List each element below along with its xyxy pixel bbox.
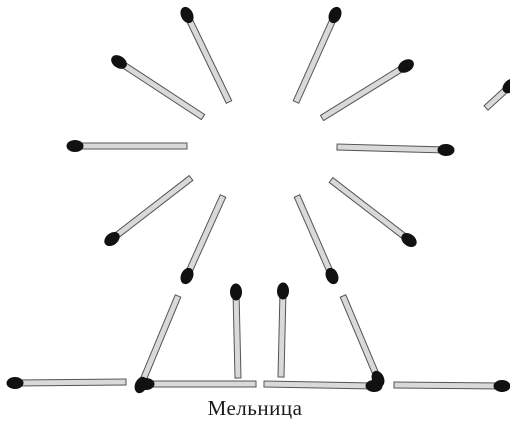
match-stick <box>394 382 502 389</box>
match-lower-right-1 <box>294 195 341 286</box>
match-head <box>437 144 454 156</box>
figure-caption: Мельница <box>0 396 510 421</box>
match-stick <box>75 143 187 149</box>
match-upper-right-2 <box>320 56 416 120</box>
match-stick <box>293 14 337 103</box>
match-head <box>6 377 23 389</box>
match-lower-left-2 <box>102 176 193 249</box>
match-tower-right-slant <box>340 295 387 389</box>
match-stick <box>117 59 204 119</box>
match-stick <box>146 381 256 387</box>
match-stick <box>320 63 407 120</box>
match-ground-center-right <box>264 380 383 392</box>
match-head <box>493 380 510 392</box>
match-head <box>277 282 289 299</box>
match-lower-right-2 <box>329 178 419 250</box>
match-stick <box>110 176 193 242</box>
match-head <box>230 283 242 300</box>
match-stick <box>184 195 225 277</box>
match-stick <box>337 144 446 153</box>
match-head <box>67 140 84 152</box>
match-tower-left-vertical <box>230 283 242 378</box>
match-top-left-1 <box>178 5 232 104</box>
match-stick <box>264 381 374 389</box>
match-lower-left-1 <box>178 195 226 286</box>
match-stick <box>329 178 411 243</box>
match-right-horizontal <box>337 144 455 156</box>
match-upper-left-2 <box>109 52 205 119</box>
match-ground-far-right <box>394 380 510 392</box>
match-tower-left-slant <box>132 295 181 395</box>
match-head <box>138 378 155 390</box>
match-stick <box>278 291 286 377</box>
match-tower-right-vertical <box>277 282 289 377</box>
match-stick <box>138 295 181 386</box>
match-edge-partial <box>484 76 510 110</box>
match-stick <box>233 292 241 378</box>
match-ground-far-left <box>6 377 126 389</box>
match-ground-center-left <box>138 378 257 390</box>
match-stick <box>294 195 334 277</box>
match-left-horizontal <box>67 140 188 152</box>
match-stick <box>15 379 126 386</box>
match-stick <box>184 14 231 104</box>
match-stick <box>340 295 381 380</box>
match-top-right-1 <box>293 5 344 103</box>
